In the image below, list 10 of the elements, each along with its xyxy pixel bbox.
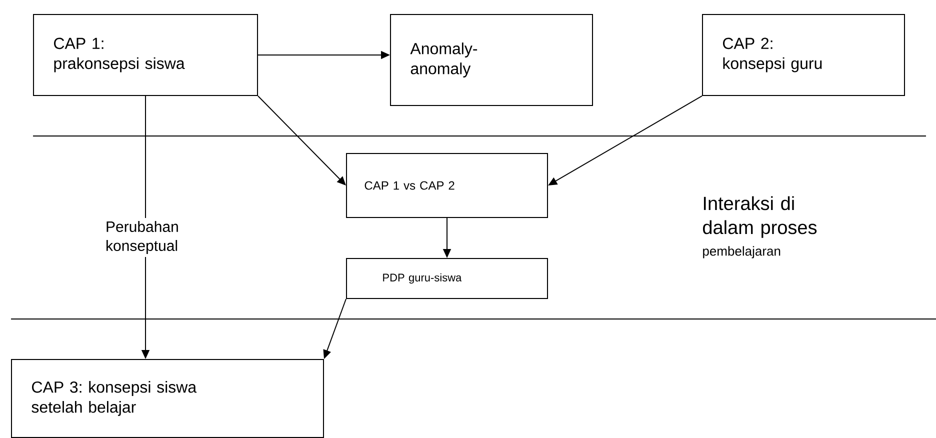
process-box: CAP 1: prakonsepsi siswa <box>33 14 258 96</box>
process-box: PDP guru-siswa <box>346 258 548 299</box>
note-text: Interaksi di dalam proses <box>703 196 817 238</box>
process-box: Anomaly-anomaly <box>390 14 593 106</box>
process-box: CAP 1 vs CAP 2 <box>346 153 548 218</box>
note-text: pembelajaran <box>703 246 780 258</box>
arrow <box>258 96 346 186</box>
process-box: CAP 2: konsepsi guru <box>702 14 905 96</box>
process-box: CAP 3: konsepsi siswa setelah belajar <box>11 359 324 438</box>
edge-label: Perubahan konseptual <box>102 218 188 257</box>
